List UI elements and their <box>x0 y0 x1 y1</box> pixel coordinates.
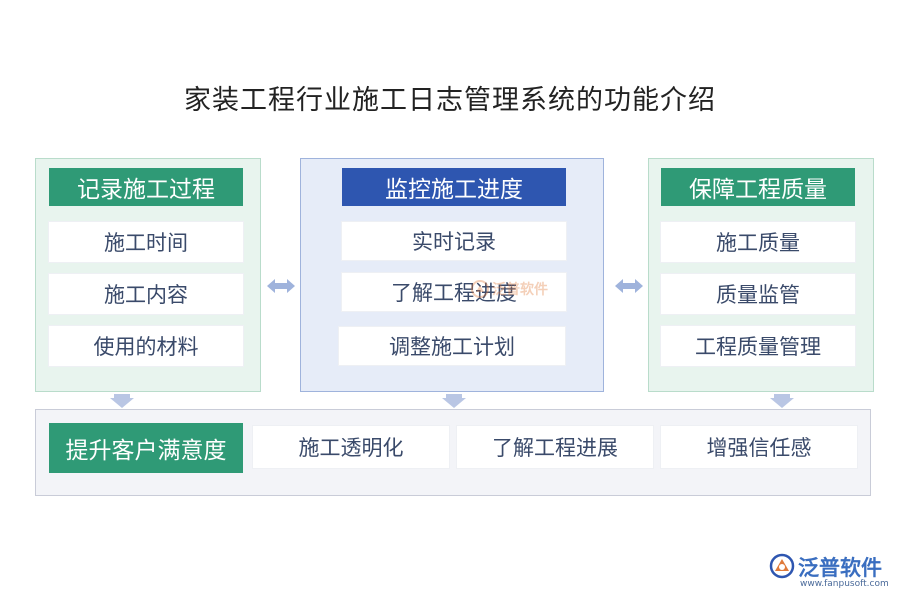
left-panel-item: 使用的材料 <box>49 326 243 366</box>
down-arrow-icon <box>770 394 794 408</box>
down-arrow-icon <box>110 394 134 408</box>
bottom-panel-heading: 提升客户满意度 <box>49 423 243 473</box>
bottom-panel-item: 增强信任感 <box>661 426 857 468</box>
brand-name: 泛普软件 <box>798 556 882 580</box>
watermark-text: 泛普软件 <box>492 282 548 298</box>
bottom-panel-item: 施工透明化 <box>253 426 449 468</box>
page-title: 家装工程行业施工日志管理系统的功能介绍 <box>184 85 716 116</box>
down-arrow-icon <box>442 394 466 408</box>
left-panel-item: 施工时间 <box>49 222 243 262</box>
center-panel-item: 实时记录 <box>342 222 566 260</box>
bottom-panel-item: 了解工程进展 <box>457 426 653 468</box>
left-panel-item: 施工内容 <box>49 274 243 314</box>
left-panel-heading: 记录施工过程 <box>49 168 243 206</box>
brand-logo-icon <box>471 280 489 298</box>
center-panel-heading: 监控施工进度 <box>342 168 566 206</box>
right-panel-heading: 保障工程质量 <box>661 168 855 206</box>
brand-logo: 泛普软件 www.fanpusoft.com <box>768 552 893 592</box>
right-panel-item: 施工质量 <box>661 222 855 262</box>
watermark: 泛普软件 <box>470 279 548 299</box>
right-panel-item: 工程质量管理 <box>661 326 855 366</box>
right-panel-item: 质量监管 <box>661 274 855 314</box>
double-arrow-icon <box>267 279 295 293</box>
double-arrow-icon <box>615 279 643 293</box>
center-panel-item: 调整施工计划 <box>339 327 565 365</box>
brand-url: www.fanpusoft.com <box>800 579 889 589</box>
center-panel-item: 了解工程进度 <box>342 273 566 311</box>
brand-logo-icon <box>769 553 795 579</box>
